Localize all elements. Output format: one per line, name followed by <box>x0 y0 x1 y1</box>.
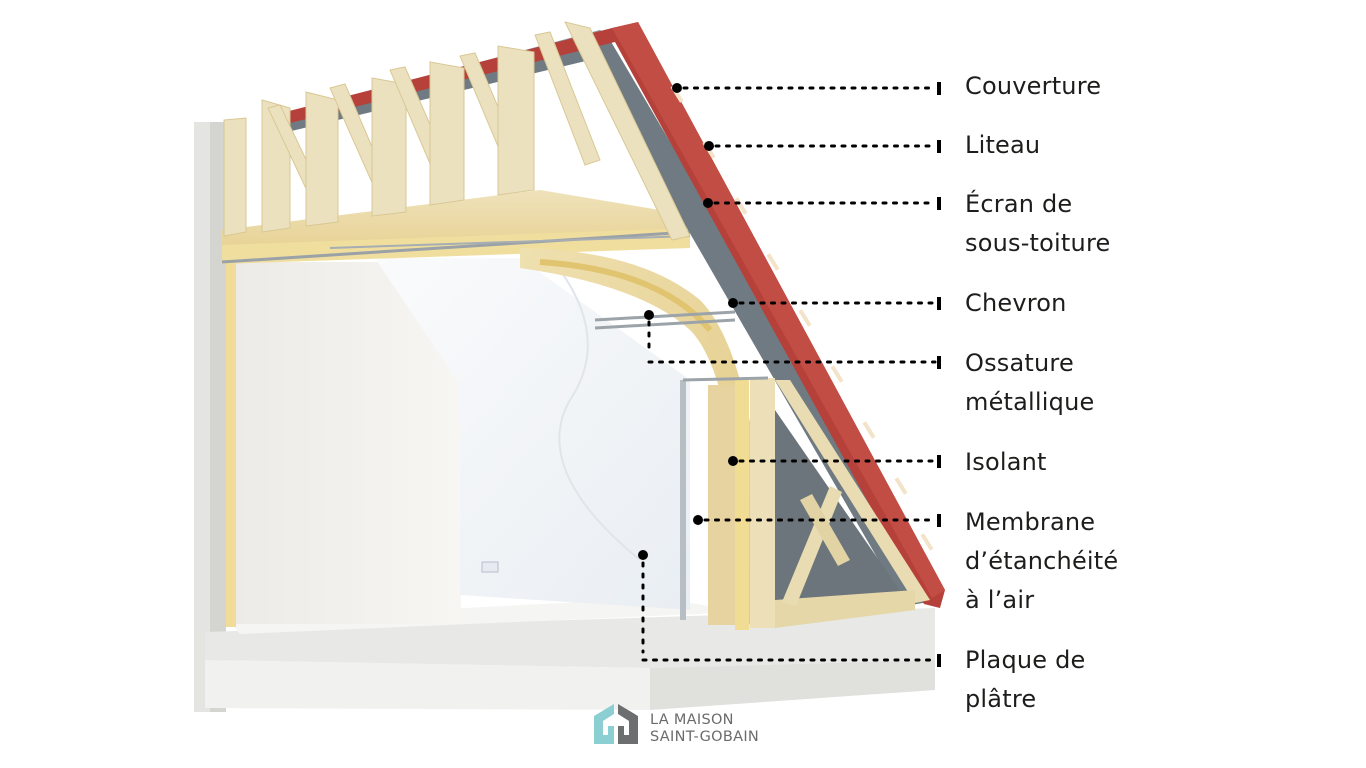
callout-ossature <box>644 310 941 369</box>
label-line: Liteau <box>965 131 1041 159</box>
label-line: plâtre <box>965 685 1037 713</box>
logo-line-1: LA MAISON <box>650 712 734 728</box>
callout-membrane <box>693 514 941 527</box>
label-isolant: Isolant <box>965 443 1047 482</box>
label-line: métallique <box>965 388 1095 416</box>
label-line: sous-toiture <box>965 229 1111 257</box>
label-line: Isolant <box>965 448 1047 476</box>
label-line: Écran de <box>965 190 1073 218</box>
label-line: Chevron <box>965 289 1067 317</box>
label-line: Couverture <box>965 72 1102 100</box>
label-line: à l’air <box>965 586 1035 614</box>
label-ecran: Écran de sous-toiture <box>965 185 1110 263</box>
concrete-wall <box>194 122 226 712</box>
ceiling-joists <box>221 190 691 264</box>
label-ossature: Ossature métallique <box>965 344 1094 422</box>
callout-lines <box>638 82 941 667</box>
label-line: Ossature <box>965 349 1074 377</box>
label-couverture: Couverture <box>965 67 1101 106</box>
label-line: Plaque de <box>965 646 1086 674</box>
label-membrane: Membrane d’étanchéité à l’air <box>965 503 1118 620</box>
logo-text: LA MAISON SAINT-GOBAIN <box>650 712 759 746</box>
callout-ecran <box>703 197 941 210</box>
label-line: Membrane <box>965 508 1096 536</box>
roof-trusses <box>223 21 691 241</box>
label-liteau: Liteau <box>965 126 1040 165</box>
la-maison-saint-gobain-logo: LA MAISON SAINT-GOBAIN <box>592 702 792 746</box>
callout-liteau <box>704 140 941 153</box>
label-line: d’étanchéité <box>965 547 1119 575</box>
label-chevron: Chevron <box>965 284 1067 323</box>
sloped-insulation <box>520 248 770 625</box>
callout-plaque <box>638 550 941 667</box>
callout-couverture <box>672 82 941 95</box>
callout-chevron <box>728 297 941 310</box>
metal-frame-rails <box>594 310 769 382</box>
sloped-plasterboard <box>375 258 690 610</box>
knee-wall <box>680 378 930 630</box>
logo-line-2: SAINT-GOBAIN <box>650 729 760 745</box>
label-plaque: Plaque de plâtre <box>965 641 1086 719</box>
house-logo-icon <box>594 704 638 744</box>
callout-isolant <box>728 455 941 468</box>
